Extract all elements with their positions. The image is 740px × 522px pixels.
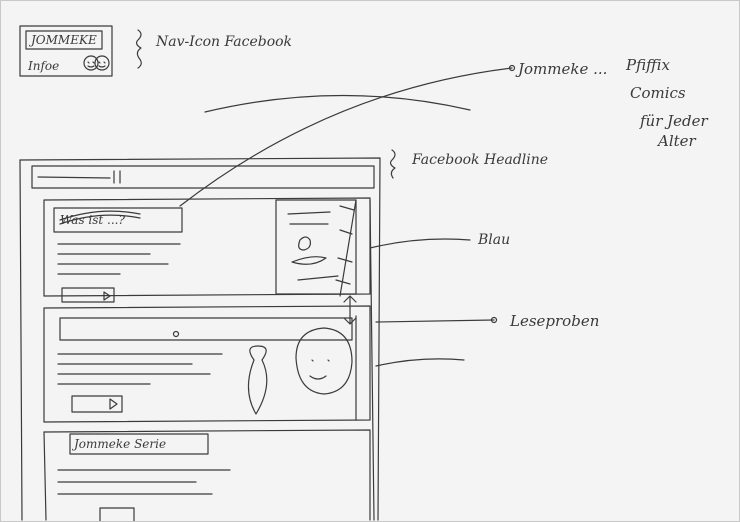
lesepraben-note: Leseproben xyxy=(509,312,599,330)
page-frame-left xyxy=(19,159,23,521)
separator-curve xyxy=(204,94,471,113)
card3-title-text: Jommeke Serie xyxy=(71,437,166,451)
jommeke-note-4: für Jeder xyxy=(639,112,709,130)
card2-button xyxy=(71,395,123,413)
headline-text-line xyxy=(37,176,111,179)
card2-character-left-icon xyxy=(247,345,268,415)
jommeke-connector-dot xyxy=(508,64,516,72)
logo-sub-text: Infoe xyxy=(27,59,59,73)
jommeke-connector xyxy=(179,67,513,207)
card2-character-right-icon xyxy=(295,327,353,395)
jommeke-note-3: Comics xyxy=(630,84,686,102)
logo-outer-box xyxy=(19,25,113,77)
double-arrow-icon xyxy=(343,295,357,325)
card3-title-box xyxy=(69,433,209,455)
nav-icon-note: Nav-Icon Facebook xyxy=(155,34,292,50)
jommeke-note-1: Jommeke ... xyxy=(515,60,607,78)
card3-button xyxy=(99,507,135,522)
jommeke-note-5: Alter xyxy=(656,132,697,150)
headline-note: Facebook Headline xyxy=(411,152,548,168)
logo-face-right-icon xyxy=(94,55,110,71)
logo-sketch xyxy=(19,25,113,77)
card1-title-box xyxy=(53,207,183,233)
card2-marker-dot xyxy=(172,330,180,338)
page-frame-inner-right xyxy=(369,199,375,521)
card1-strike-icon xyxy=(59,210,141,225)
logo-name-text: JOMMEKE xyxy=(28,33,97,47)
card-3 xyxy=(43,429,371,522)
lesepraben-connector xyxy=(375,319,495,323)
blau-note: Blau xyxy=(477,232,510,248)
card-2 xyxy=(43,305,371,423)
headline-brace xyxy=(389,149,396,179)
card1-title-text: Was ist ...? xyxy=(60,213,125,227)
card1-illustration-icon xyxy=(287,211,339,281)
page-frame xyxy=(19,157,381,521)
card2-side-connector xyxy=(375,358,465,367)
headline-cursor-icon xyxy=(113,170,121,184)
card1-image xyxy=(275,199,357,295)
logo-name-box xyxy=(25,30,103,50)
headline-bar xyxy=(31,165,375,189)
jommeke-note-2: Pfiffix xyxy=(625,56,671,74)
nav-brace xyxy=(135,29,142,69)
logo-face-left-icon xyxy=(83,55,99,71)
blau-connector xyxy=(369,238,471,249)
card-1 xyxy=(43,197,371,303)
lesepraben-connector-dot xyxy=(490,316,498,324)
card1-button xyxy=(61,287,115,303)
card2-title-box xyxy=(59,317,353,341)
